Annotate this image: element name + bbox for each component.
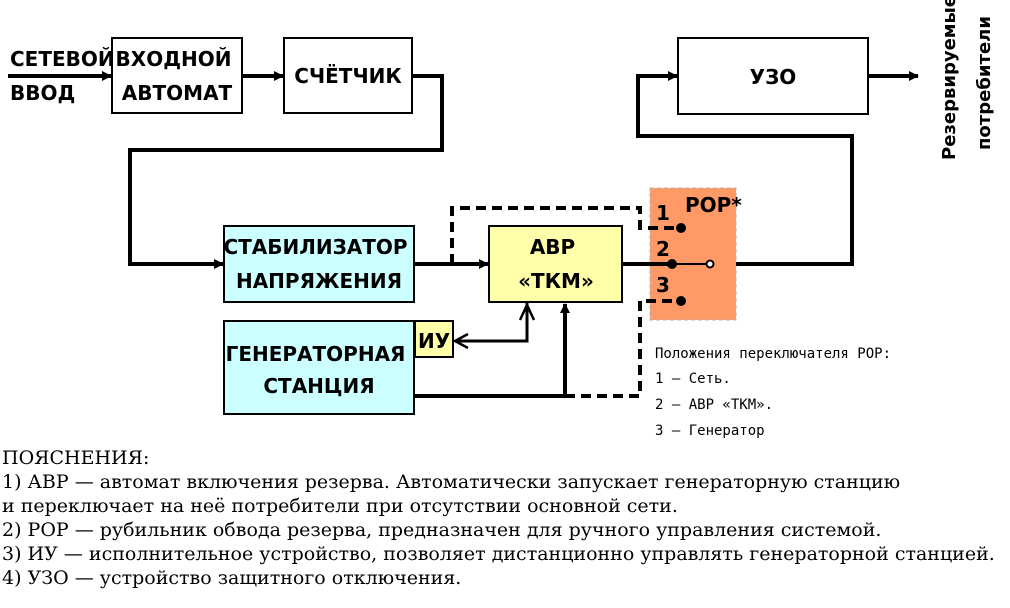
svg-text:АВР «ТКМ»: АВР «ТКМ»: [518, 235, 594, 293]
note-line-4: 3) ИУ — исполнительное устройство, позво…: [2, 543, 995, 565]
output-label-1: Резервируемые: [939, 0, 960, 160]
bypass-switch-title: РОР*: [685, 193, 742, 217]
svg-text:ВХОДНОЙ АВТОМАТ: ВХОДНОЙ АВТОМАТ: [116, 47, 239, 105]
stabilizer-label-2: НАПРЯЖЕНИЯ: [236, 269, 402, 293]
generator-box: ГЕНЕРАТОРНАЯ СТАНЦИЯ: [223, 320, 415, 415]
ats-actuator-control: [456, 303, 529, 343]
stabilizer-label-1: СТАБИЛИЗАТОР: [223, 235, 407, 259]
stabilizer-box: СТАБИЛИЗАТОР НАПРЯЖЕНИЯ: [223, 225, 415, 303]
generator-ats-wire: [414, 303, 570, 398]
ats-box: АВР «ТКМ»: [488, 225, 623, 303]
ats-label-1: АВР: [530, 235, 575, 259]
svg-text:СТАБИЛИЗАТОР НАПРЯЖЕНИЯ: СТАБИЛИЗАТОР НАПРЯЖЕНИЯ: [223, 235, 414, 293]
switch-position-3: 3: [656, 273, 670, 297]
note-line-2: и переключает на неё потребители при отс…: [2, 495, 678, 517]
rcd-box: УЗО: [677, 37, 869, 115]
input-breaker-label-1: ВХОДНОЙ: [116, 47, 232, 71]
network-input-label: СЕТЕВОЙ ВВОД: [10, 47, 122, 105]
note-line-5: 4) УЗО — устройство защитного отключения…: [2, 567, 462, 589]
ats-label-2: «ТКМ»: [518, 269, 594, 293]
meter-label: СЧЁТЧИК: [294, 64, 402, 88]
bypass-network-wire: [450, 206, 681, 264]
input-breaker-box: ВХОДНОЙ АВТОМАТ: [111, 37, 243, 114]
notes-heading: ПОЯСНЕНИЯ:: [2, 447, 150, 469]
generator-label-1: ГЕНЕРАТОРНАЯ: [226, 342, 406, 366]
meter-stabilizer-wire: [128, 74, 444, 269]
switch-position-2: 2: [656, 237, 670, 261]
note-line-1: 1) АВР — автомат включения резерва. Авто…: [2, 471, 901, 493]
note-line-3: 2) РОР — рубильник обвода резерва, предн…: [2, 519, 882, 541]
switch-legend: Положения переключателя РОР: 1 – Сеть. 2…: [655, 346, 899, 439]
switch-rcd-wire: [636, 71, 854, 266]
bypass-generator-wire: [565, 299, 681, 398]
output-label-2: потребители: [974, 16, 995, 150]
switch-position-1: 1: [656, 201, 670, 225]
input-breaker-label-2: АВТОМАТ: [122, 81, 233, 105]
svg-text:ГЕНЕРАТОРНАЯ СТАНЦИЯ: ГЕНЕРАТОРНАЯ СТАНЦИЯ: [226, 342, 413, 398]
rcd-label: УЗО: [750, 65, 797, 89]
actuator-box: ИУ: [414, 320, 454, 358]
meter-box: СЧЁТЧИК: [283, 37, 413, 114]
generator-label-2: СТАНЦИЯ: [263, 374, 374, 398]
notes: ПОЯСНЕНИЯ: 1) АВР — автомат включения ре…: [2, 446, 995, 590]
actuator-label: ИУ: [418, 329, 450, 353]
